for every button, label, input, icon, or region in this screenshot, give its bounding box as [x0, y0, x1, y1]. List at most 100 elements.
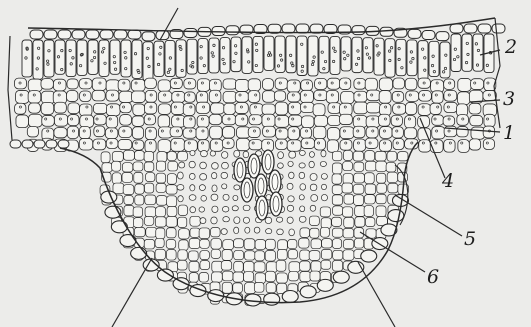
- spongy-cell: [430, 103, 441, 114]
- parenchyma-cell: [398, 152, 408, 161]
- parenchyma-cell: [101, 152, 110, 163]
- parenchyma-cell: [355, 206, 366, 217]
- epidermis-cell: [422, 31, 435, 40]
- spongy-cell: [223, 127, 235, 139]
- parenchyma-cell: [310, 184, 317, 190]
- spongy-cell: [158, 91, 172, 102]
- spongy-cell: [158, 104, 171, 115]
- spongy-cell: [158, 140, 171, 153]
- spongy-cell: [340, 103, 353, 116]
- parenchyma-cell: [299, 163, 305, 168]
- parenchyma-cell: [277, 273, 288, 283]
- parenchyma-cell: [289, 262, 300, 272]
- parenchyma-cell: [254, 282, 264, 292]
- xylem-vessel: [241, 178, 253, 202]
- parenchyma-cell: [344, 217, 354, 227]
- parenchyma-cell: [167, 152, 176, 161]
- spongy-cell: [249, 140, 262, 150]
- spongy-cell: [79, 138, 92, 150]
- palisade-cell: [297, 36, 307, 75]
- label-3: 3: [503, 90, 515, 109]
- parenchyma-cell: [234, 261, 244, 272]
- parenchyma-cell: [364, 206, 373, 217]
- parenchyma-cell: [212, 163, 219, 170]
- spongy-cell: [484, 114, 495, 127]
- parenchyma-cell: [144, 216, 154, 225]
- parenchyma-cell: [178, 217, 187, 227]
- parenchyma-cell: [255, 240, 266, 250]
- palisade-cell: [451, 34, 461, 72]
- spongy-cell: [405, 78, 417, 90]
- epidermis-cell: [492, 24, 505, 33]
- spongy-cell: [131, 91, 145, 103]
- parenchyma-cell: [201, 150, 208, 156]
- parenchyma-cell: [364, 173, 374, 184]
- parenchyma-cell: [211, 217, 217, 224]
- palisade-cell: [187, 39, 197, 74]
- parenchyma-cell: [190, 216, 200, 226]
- spongy-cell: [287, 140, 301, 151]
- parenchyma-cell: [155, 217, 166, 227]
- palisade-cell: [165, 40, 175, 76]
- palisade-cell: [77, 40, 87, 75]
- spongy-cell: [443, 116, 455, 126]
- parenchyma-cell: [300, 272, 311, 282]
- parenchyma-cell: [310, 271, 320, 281]
- spongy-cell: [275, 115, 289, 127]
- parenchyma-cell: [199, 185, 205, 191]
- parenchyma-cell: [200, 174, 207, 180]
- spongy-cell: [132, 116, 144, 126]
- lower-epidermis-cell: [58, 140, 69, 148]
- parenchyma-cell: [179, 229, 190, 239]
- spongy-cell: [393, 103, 406, 114]
- spongy-cell: [470, 115, 483, 125]
- spongy-cell: [54, 128, 67, 138]
- parenchyma-cell: [320, 227, 329, 237]
- spongy-cell: [379, 114, 391, 126]
- spongy-cell: [379, 78, 392, 91]
- epidermis-cell: [380, 27, 393, 36]
- spongy-cell: [444, 139, 455, 152]
- spongy-cell: [209, 114, 222, 124]
- spongy-cell: [80, 91, 91, 102]
- spongy-cell: [287, 80, 300, 92]
- lower-epidermis-cell: [34, 140, 45, 148]
- parenchyma-cell: [278, 163, 284, 168]
- label-6: 6: [427, 268, 439, 287]
- parenchyma-cell: [124, 195, 133, 204]
- spongy-cell: [314, 90, 327, 100]
- parenchyma-cell: [190, 185, 195, 191]
- spongy-cell: [274, 91, 285, 101]
- parenchyma-cell: [376, 194, 386, 203]
- parenchyma-cell: [167, 196, 177, 207]
- spongy-cell: [170, 127, 182, 137]
- parenchyma-cell: [200, 162, 207, 169]
- spongy-cell: [183, 116, 195, 128]
- parenchyma-cell: [221, 229, 227, 235]
- spongy-cell: [210, 139, 223, 151]
- epidermis-cell: [44, 30, 57, 39]
- lower-epidermis-cell: [300, 286, 316, 298]
- spongy-cell: [314, 115, 327, 126]
- parenchyma-cell: [376, 206, 386, 217]
- spongy-cell: [327, 78, 340, 89]
- parenchyma-cell: [300, 261, 310, 271]
- lower-epidermis-cell: [120, 235, 136, 247]
- parenchyma-cell: [300, 228, 310, 237]
- lower-epidermis-cell: [131, 247, 147, 259]
- spongy-cell: [53, 79, 66, 91]
- parenchyma-cell: [278, 152, 284, 159]
- spongy-cell: [458, 140, 469, 153]
- parenchyma-cell: [212, 185, 217, 192]
- spongy-cell: [79, 126, 90, 139]
- parenchyma-cell: [355, 217, 365, 227]
- parenchyma-cell: [223, 240, 234, 250]
- parenchyma-cell: [299, 150, 305, 155]
- parenchyma-cell: [167, 174, 176, 185]
- spongy-cell: [353, 126, 365, 138]
- parenchyma-cell: [223, 194, 229, 200]
- parenchyma-cell: [333, 250, 343, 260]
- parenchyma-cell: [311, 261, 321, 272]
- parenchyma-cell: [299, 195, 304, 200]
- palisade-cell: [374, 38, 384, 75]
